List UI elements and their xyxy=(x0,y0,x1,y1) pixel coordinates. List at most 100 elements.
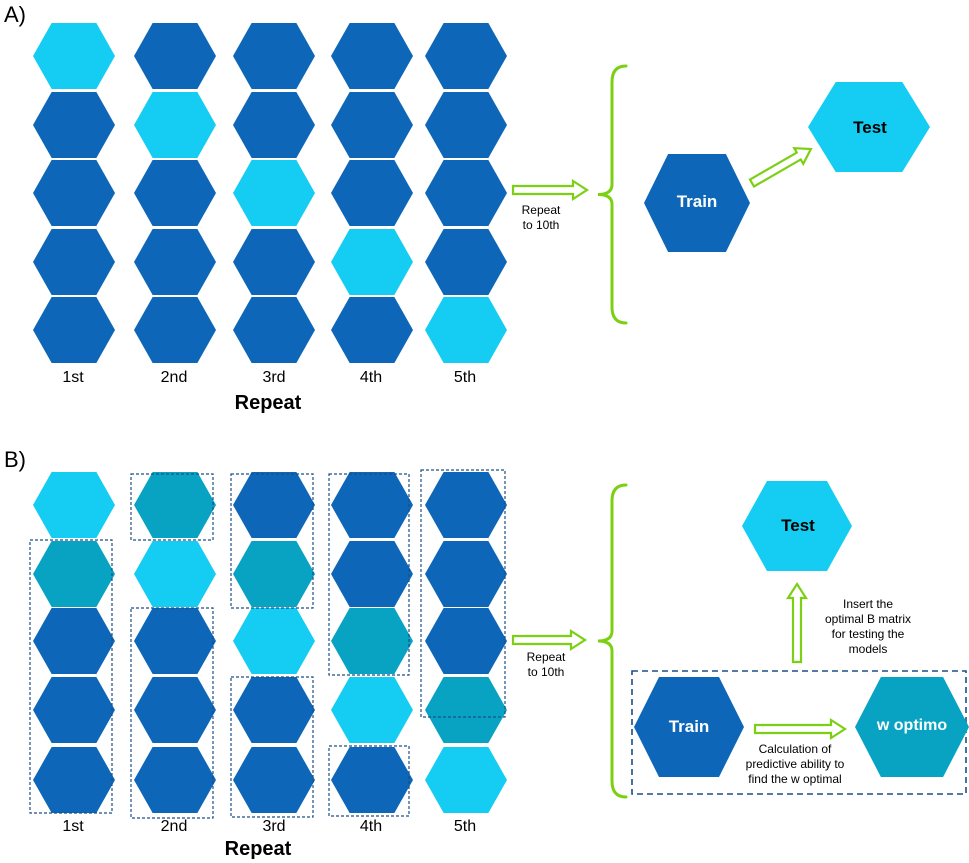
panel-b-fold-hex-r2-c3 xyxy=(233,541,315,607)
panel-a-hex-grid xyxy=(33,23,507,363)
panel-b-column-label-1: 1st xyxy=(62,818,84,835)
panel-b-fold-hex-r5-c5 xyxy=(425,747,507,813)
panel-a-fold-hex-r1-c1 xyxy=(33,23,115,89)
panel-a-fold-hex-r5-c2 xyxy=(134,297,216,363)
panel-b-fold-hex-r5-c2 xyxy=(134,747,216,813)
panel-b-column-label-4: 4th xyxy=(359,818,383,835)
panel-a-column-label-3: 3rd xyxy=(262,369,286,386)
panel-a-fold-hex-r5-c5 xyxy=(425,297,507,363)
panel-a-fold-hex-r2-c4 xyxy=(331,92,413,158)
panel-b-fold-hex-r4-c4 xyxy=(331,677,413,743)
panel-b-fold-hex-r3-c1 xyxy=(33,608,115,674)
panel-b-dashed-box-3 xyxy=(130,607,214,819)
panel-b-insert-note-line2: optimal B matrix xyxy=(824,612,912,626)
panel-b-validation-boxes xyxy=(29,469,506,819)
panel-a-fold-hex-r2-c5 xyxy=(425,92,507,158)
panel-a-fold-hex-r3-c5 xyxy=(425,160,507,226)
panel-a-train-to-test-arrow xyxy=(748,147,813,188)
panel-b-repeat-note-line2: to 10th xyxy=(527,665,565,679)
panel-b-repeat-note: Repeat to 10th xyxy=(510,650,582,680)
panel-b-column-label-5: 5th xyxy=(453,818,477,835)
panel-a-fold-hex-r3-c4 xyxy=(331,160,413,226)
panel-b-calc-note-line3: find the w optimal xyxy=(748,772,842,786)
panel-b-fold-hex-r5-c1 xyxy=(33,747,115,813)
panel-b-fold-hex-r2-c5 xyxy=(425,541,507,607)
panel-a-train-hex xyxy=(644,154,750,252)
panel-b-brace xyxy=(597,483,628,799)
panel-a-repeat-note: Repeat to 10th xyxy=(505,203,577,233)
panel-b-calc-note: Calculation of predictive ability to fin… xyxy=(726,742,864,787)
panel-b-fold-hex-r3-c2 xyxy=(134,608,216,674)
panel-a-fold-hex-r4-c5 xyxy=(425,229,507,295)
panel-b-column-label-3: 3rd xyxy=(262,818,286,835)
panel-b-repeat-arrow xyxy=(511,628,588,652)
panel-b-fold-hex-r1-c4 xyxy=(331,472,413,538)
panel-b-fold-hex-r1-c3 xyxy=(233,472,315,538)
panel-b-insert-note-line3: for testing the xyxy=(831,627,905,641)
panel-a-test-hex xyxy=(808,82,930,172)
panel-b-fold-hex-r4-c5 xyxy=(425,677,507,743)
panel-a-fold-hex-r4-c2 xyxy=(134,229,216,295)
panel-b-fold-hex-r5-c4 xyxy=(331,747,413,813)
panel-b-dashed-box-8 xyxy=(420,469,506,718)
panel-b-fold-hex-r1-c5 xyxy=(425,472,507,538)
panel-b-fold-hex-r1-c1 xyxy=(33,472,115,538)
panel-b-dashed-box-6 xyxy=(328,473,410,676)
panel-a-fold-hex-r3-c2 xyxy=(134,160,216,226)
panel-b-repeat-title: Repeat xyxy=(224,838,292,860)
panel-b-fold-hex-r4-c3 xyxy=(233,677,315,743)
panel-a-train-label: Train xyxy=(676,192,718,211)
panel-b-to-test-arrow xyxy=(785,581,809,664)
panel-b-insert-note-line1: Insert the xyxy=(842,597,894,611)
panel-b-calc-note-line2: predictive ability to xyxy=(745,757,845,771)
panel-b-test-hex xyxy=(742,481,852,571)
panel-b-insert-note: Insert the optimal B matrix for testing … xyxy=(808,597,928,657)
panel-b-insert-note-line4: models xyxy=(848,642,888,656)
panel-a-brace xyxy=(597,64,628,325)
panel-b-dashed-box-2 xyxy=(130,473,214,541)
panel-a-column-label-1: 1st xyxy=(62,369,84,386)
panel-b-fold-hex-r5-c3 xyxy=(233,747,315,813)
panel-a-fold-hex-r5-c4 xyxy=(331,297,413,363)
panel-b-repeat-note-line1: Repeat xyxy=(526,650,566,664)
panel-b-hex-grid xyxy=(33,472,507,813)
panel-b-dashed-box-5 xyxy=(230,676,314,818)
panel-b-fold-hex-r1-c2 xyxy=(134,472,216,538)
panel-a-fold-hex-r4-c3 xyxy=(233,229,315,295)
panel-b-w-optimo-label: w optimo xyxy=(876,717,948,734)
panel-b-train-hex xyxy=(634,677,744,777)
panel-a-repeat-title: Repeat xyxy=(234,392,302,414)
panel-a-repeat-arrow xyxy=(511,178,590,202)
panel-b-dashed-box-1 xyxy=(29,539,113,814)
panel-b-column-label-2: 2nd xyxy=(160,818,188,835)
panel-b-train-to-w-arrow xyxy=(753,717,848,741)
panel-a-label: A) xyxy=(4,2,26,27)
panel-b-dashed-box-4 xyxy=(230,473,314,609)
panel-b-fold-hex-r2-c2 xyxy=(134,541,216,607)
panel-b-fold-hex-r2-c1 xyxy=(33,541,115,607)
panel-a-fold-hex-r1-c2 xyxy=(134,23,216,89)
panel-b-fold-hex-r4-c2 xyxy=(134,677,216,743)
panel-a-test-label: Test xyxy=(853,118,887,137)
panel-b-fold-hex-r3-c5 xyxy=(425,608,507,674)
panel-a-fold-hex-r1-c4 xyxy=(331,23,413,89)
panel-a-repeat-note-line2: to 10th xyxy=(522,218,560,232)
panel-b-label: B) xyxy=(4,447,26,472)
panel-b-train-label: Train xyxy=(668,717,710,736)
panel-a-fold-hex-r2-c3 xyxy=(233,92,315,158)
panel-a-fold-hex-r3-c1 xyxy=(33,160,115,226)
panel-a-fold-hex-r2-c1 xyxy=(33,92,115,158)
panel-a-fold-hex-r2-c2 xyxy=(134,92,216,158)
panel-b-fold-hex-r3-c3 xyxy=(233,608,315,674)
panel-a-fold-hex-r1-c3 xyxy=(233,23,315,89)
panel-b-w-optimo-hex xyxy=(855,677,969,777)
panel-b-test-label: Test xyxy=(781,516,815,535)
panel-b-calc-note-line1: Calculation of xyxy=(758,742,832,756)
panel-a-column-label-2: 2nd xyxy=(160,369,188,386)
panel-b-fold-hex-r3-c4 xyxy=(331,608,413,674)
panel-b-dashed-box-7 xyxy=(328,745,410,817)
panel-a-fold-hex-r4-c4 xyxy=(331,229,413,295)
panel-a-fold-hex-r5-c1 xyxy=(33,297,115,363)
panel-a-fold-hex-r3-c3 xyxy=(233,160,315,226)
